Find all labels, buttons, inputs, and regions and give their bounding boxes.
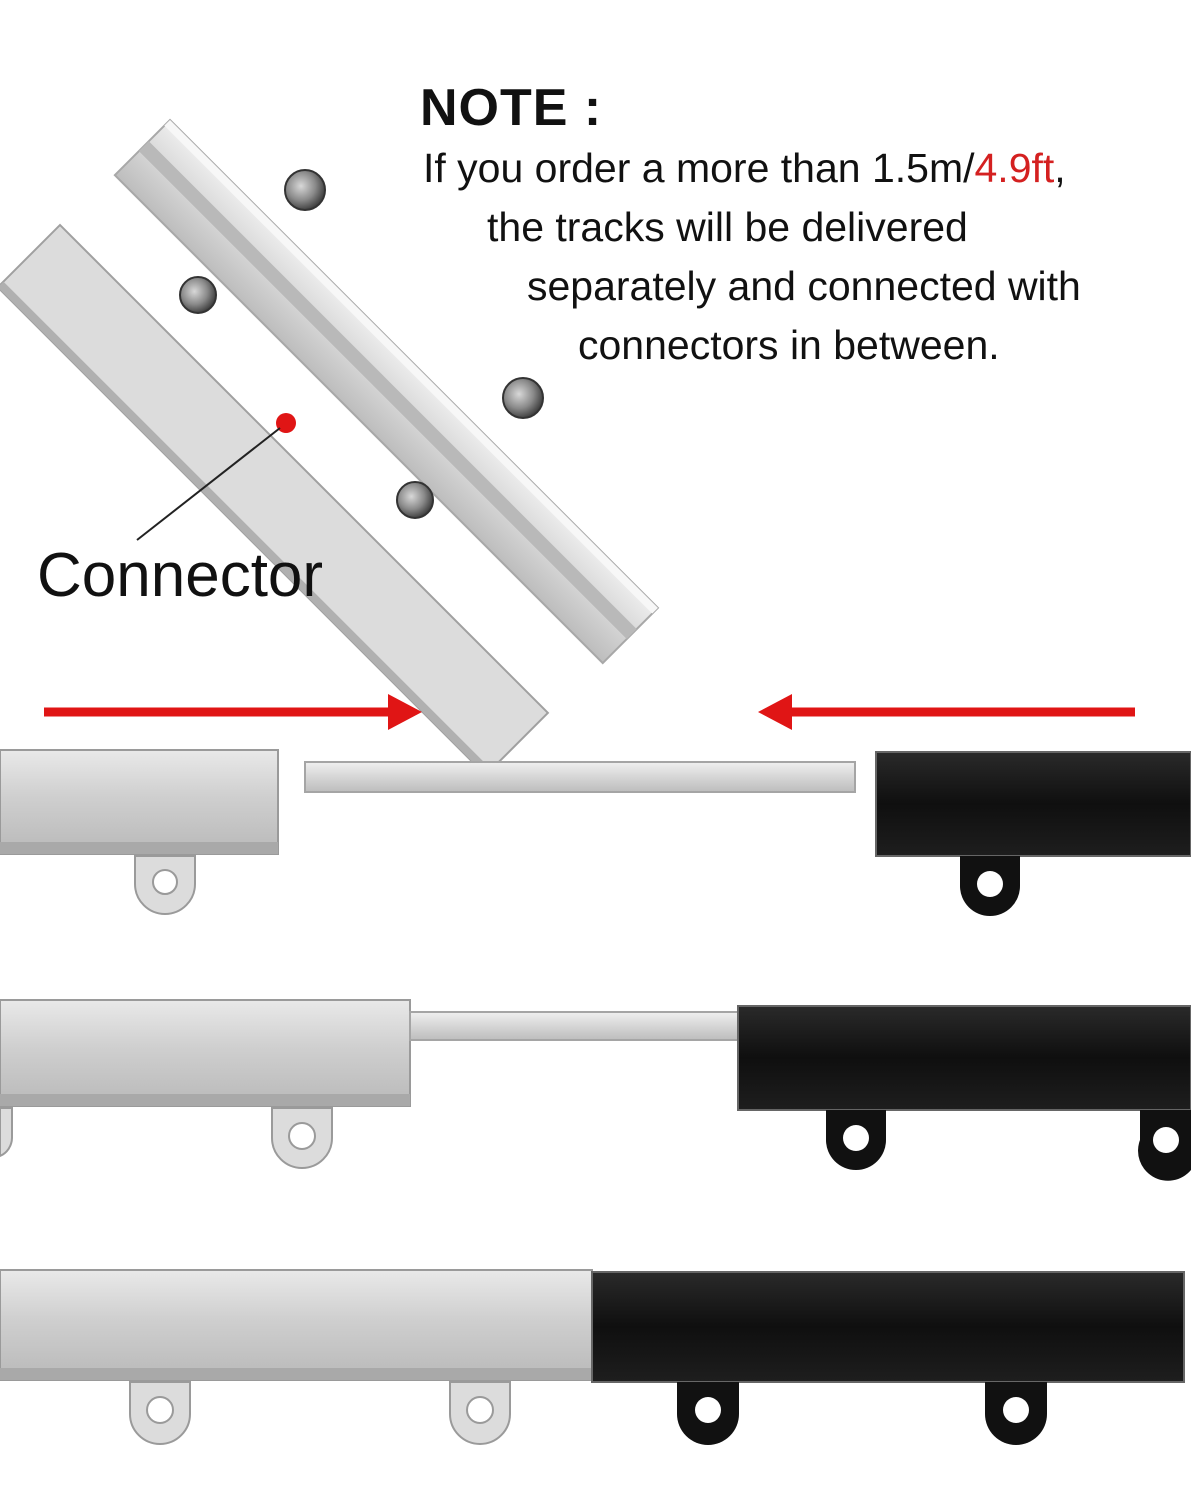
- note-line-4: connectors in between.: [578, 322, 1000, 368]
- black-track-segment: [591, 1271, 1185, 1383]
- step-inserting: [0, 999, 1191, 1181]
- connector-bar: [304, 761, 856, 793]
- note-line-1: If you order a more than 1.5m/4.9ft,: [423, 145, 1066, 192]
- connector-label: Connector: [37, 541, 324, 610]
- note-line-1-comma: ,: [1054, 145, 1066, 191]
- black-track-segment: [875, 751, 1191, 857]
- note-line-3: separately and connected with: [527, 263, 1081, 309]
- glider-ring-icon: [677, 1382, 739, 1445]
- glider-ring-icon: [134, 855, 196, 915]
- glider-ring-icon: [0, 1107, 13, 1158]
- arrow-right-icon: [44, 694, 422, 730]
- glider-ring-icon: [826, 1110, 886, 1170]
- note-highlight-length: 4.9ft: [974, 145, 1055, 191]
- callout-line: [136, 427, 281, 541]
- connector-photo: [0, 118, 660, 777]
- connector-channel-bar: [113, 118, 660, 665]
- connector-bar: [409, 1011, 741, 1041]
- note-line-1-text: If you order a more than 1.5m/: [423, 145, 975, 191]
- silver-track-segment: [0, 1269, 593, 1381]
- black-track-segment: [737, 1005, 1191, 1111]
- glider-ring-icon: [960, 856, 1020, 916]
- glider-ring-icon: [129, 1381, 191, 1445]
- connector-marker-dot: [276, 413, 296, 433]
- step-connected: [0, 1269, 1185, 1445]
- silver-track-segment: [0, 999, 411, 1107]
- glider-ring-icon: [271, 1107, 333, 1169]
- glider-ring-icon: [985, 1382, 1047, 1445]
- arrow-left-icon: [758, 694, 1135, 730]
- glider-ring-icon: [1138, 1110, 1191, 1181]
- note-title: NOTE :: [420, 79, 603, 137]
- connector-plate: [0, 223, 550, 777]
- glider-ring-icon: [449, 1381, 511, 1445]
- step-separated: [0, 749, 1191, 916]
- silver-track-segment: [0, 749, 279, 855]
- screw-icon: [179, 169, 544, 519]
- note-line-2: the tracks will be delivered: [487, 204, 968, 250]
